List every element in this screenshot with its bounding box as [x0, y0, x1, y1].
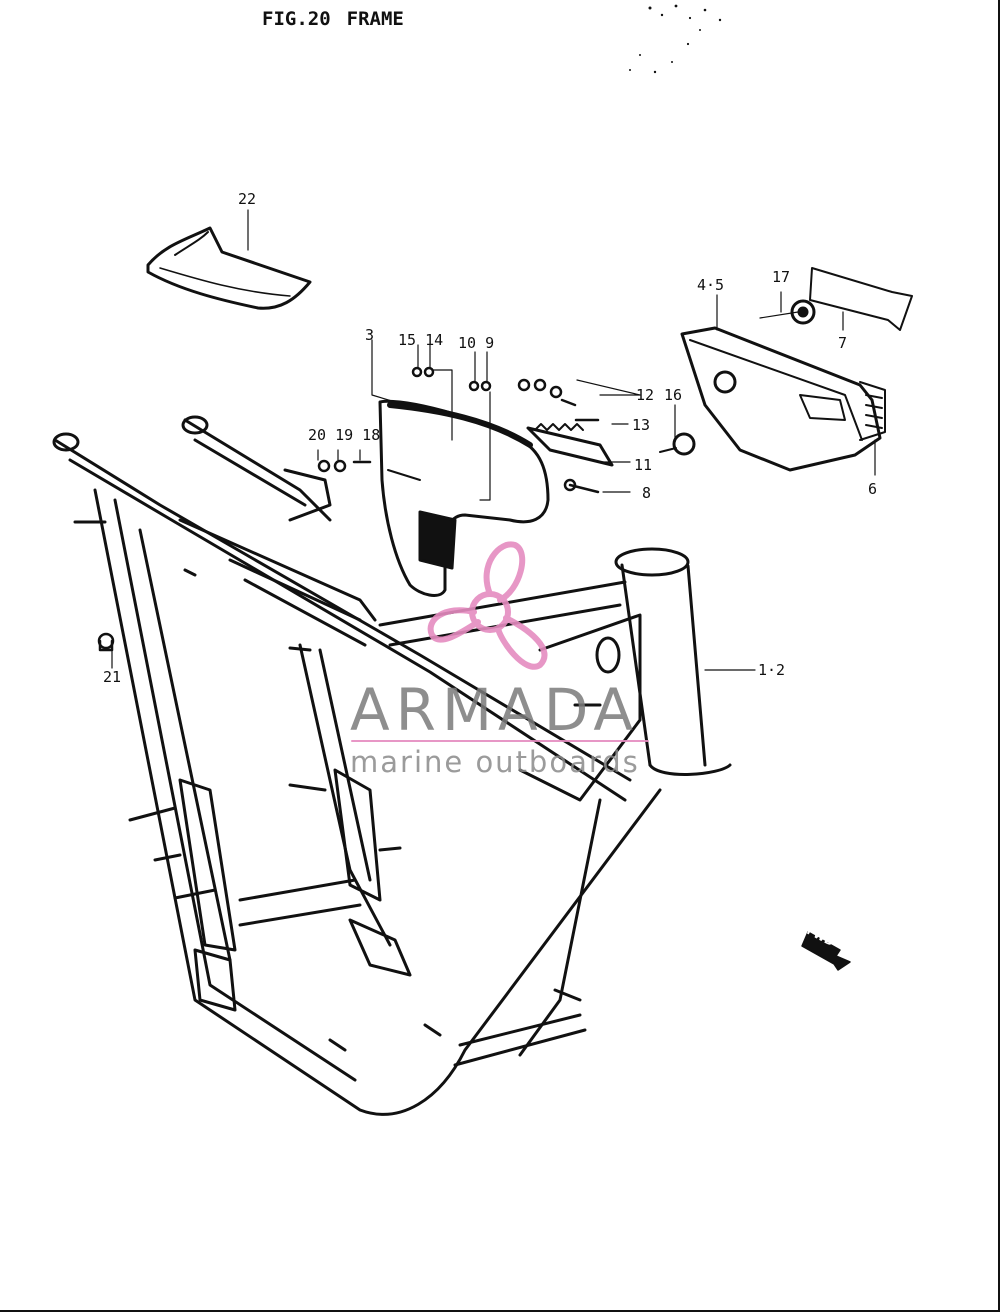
part-3-battery-box — [378, 399, 550, 597]
watermark-brand: ARMADA — [350, 676, 640, 744]
part-6-grommets — [859, 381, 886, 441]
leader-lines — [111, 209, 876, 671]
callout-17: 17 — [772, 268, 791, 286]
callout-4-5: 4·5 — [697, 276, 725, 294]
callout-22: 22 — [238, 190, 257, 208]
callout-15-14: 15 14 — [398, 331, 444, 349]
callout-20-19-18: 20 19 18 — [308, 426, 381, 444]
scan-speckles — [629, 4, 722, 74]
figure-title: FIG.20 FRAME — [262, 8, 404, 30]
callout-1-2: 1·2 — [758, 661, 786, 679]
callout-6: 6 — [868, 480, 878, 498]
callout-21: 21 — [103, 668, 122, 686]
callout-12: 12 — [636, 386, 655, 404]
watermark-logo-graphic — [351, 541, 649, 742]
part-22-cover-sheet — [146, 226, 312, 310]
part-11-bracket — [526, 423, 614, 467]
fwd-direction-arrow — [801, 931, 851, 971]
callout-7: 7 — [838, 334, 848, 352]
figure-number: FIG.20 — [262, 8, 331, 30]
part-7-label — [809, 267, 913, 331]
figure-name: FRAME — [346, 8, 404, 30]
callout-3: 3 — [365, 326, 375, 344]
callout-8: 8 — [642, 484, 652, 502]
callout-13: 13 — [632, 416, 651, 434]
watermark-tagline: marine outboards — [350, 745, 640, 779]
part-16-screw — [659, 432, 696, 456]
part-17-knob — [790, 299, 816, 325]
part-1-2-main-frame — [52, 415, 732, 1116]
callout-10-9: 10 9 — [458, 334, 495, 352]
hardware-cluster — [97, 366, 600, 652]
callout-16: 16 — [664, 386, 683, 404]
callout-11: 11 — [634, 456, 653, 474]
part-4-5-tool-box — [680, 326, 882, 472]
